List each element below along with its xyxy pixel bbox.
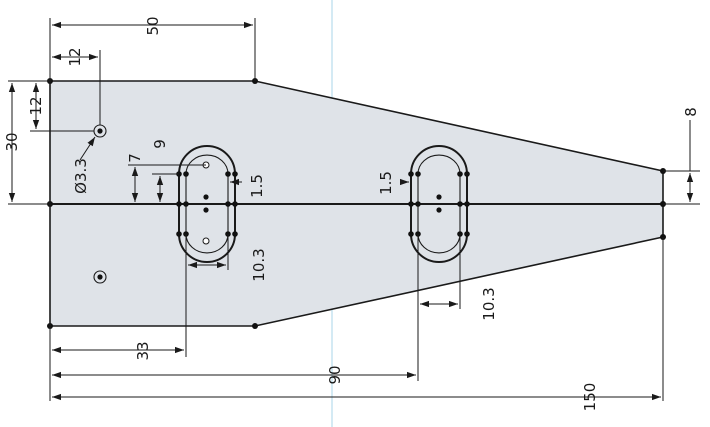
extension-lines [8, 18, 700, 401]
left-slot[interactable] [176, 145, 238, 263]
dim-hole-position[interactable]: 90 [326, 365, 344, 384]
dimension-lines [8, 21, 694, 401]
dim-overall-length[interactable]: 150 [581, 383, 599, 412]
dim-left-slot-width[interactable]: 1.5 [248, 174, 266, 198]
lower-hole[interactable] [93, 270, 107, 284]
dim-half-height[interactable]: 30 [3, 132, 21, 151]
dim-hole-diameter[interactable]: Ø3.3 [72, 158, 90, 194]
dim-left-slot-length[interactable]: 10.3 [250, 248, 268, 281]
dim-left-slot-position[interactable]: 33 [134, 341, 152, 360]
dim-slot-inner-offset[interactable]: 7 [126, 153, 144, 163]
dim-tip-half-height[interactable]: 8 [682, 107, 700, 117]
dim-hole-x-offset[interactable]: 12 [66, 47, 84, 66]
dim-hole-y-offset[interactable]: 12 [27, 96, 45, 115]
dim-right-slot-length[interactable]: 10.3 [480, 287, 498, 320]
dim-top-width[interactable]: 50 [144, 16, 162, 35]
right-slot[interactable] [408, 145, 470, 263]
dim-right-slot-width[interactable]: 1.5 [377, 171, 395, 195]
outline-vertices [47, 78, 666, 329]
dim-slot-outer-offset[interactable]: 9 [151, 139, 169, 149]
